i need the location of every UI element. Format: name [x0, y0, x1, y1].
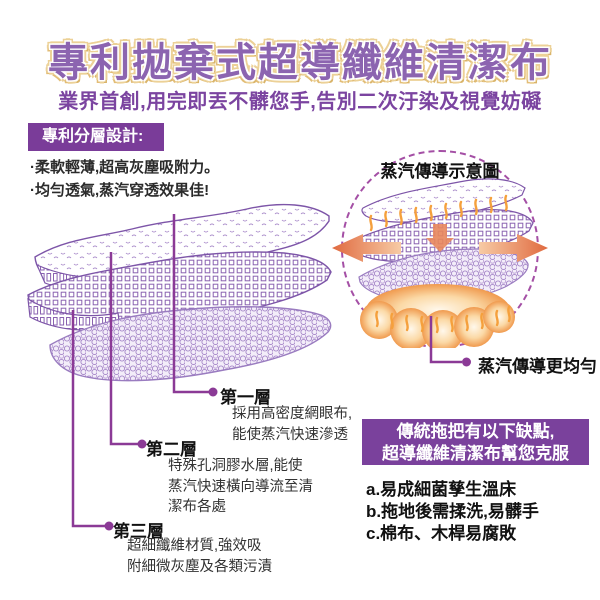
- arrow-down-icon: [426, 224, 454, 252]
- arrow-left-icon: [332, 234, 401, 262]
- feature-bullet-1: ·柔軟輕薄,超高灰塵吸附力。: [30, 159, 220, 176]
- layer3-desc: 超細纖維材質,強效吸 附細微灰塵及各類污漬: [127, 538, 272, 575]
- steam-callout-label: 蒸汽傳導更均勻: [478, 357, 597, 376]
- callout-dot-icon: [104, 387, 218, 531]
- feature-bullet-2: ·均勻透氣,蒸汽穿透效果佳!: [30, 182, 210, 199]
- layer2-label: 第二層: [146, 440, 197, 459]
- heat-glow: [360, 284, 515, 348]
- drawbacks-heading-line2: 超導纖維清潔布幫您克服: [382, 444, 569, 463]
- feature-ribbon: 專利分層設計:: [28, 123, 164, 151]
- steam-diagram-title: 蒸汽傳導示意圖: [380, 162, 500, 181]
- steam-diagram-illustration: [332, 178, 548, 348]
- fiber-layer-art: [49, 306, 332, 382]
- callout-dot-icon: [462, 357, 471, 367]
- layer1-desc: 採用高密度網眼布, 能使蒸汽快速滲透: [232, 406, 353, 443]
- drawback-item-b: b.拖地後需揉洗,易髒手: [366, 502, 539, 521]
- page-title: 專利拋棄式超導纖維清潔布: [48, 41, 552, 85]
- layer1-label: 第一層: [220, 388, 271, 407]
- layer3-label: 第三層: [113, 522, 164, 541]
- layer-callout-lines: [71, 214, 209, 528]
- layer2-desc: 特殊孔洞膠水層,能使 蒸汽快速橫向導流至清 潔布各處: [168, 458, 313, 515]
- drawbacks-heading: 傳統拖把有以下缺點, 超導纖維清潔布幫您克服: [362, 419, 589, 465]
- layered-cloth-illustration: [27, 203, 332, 531]
- page-subtitle: 業界首創,用完即丟不髒您手,告別二次汙染及視覺妨礙: [58, 91, 542, 113]
- drawback-item-c: c.棉布、木桿易腐敗: [366, 524, 517, 543]
- steam-callout-connector: [429, 316, 471, 367]
- arrow-right-icon: [479, 234, 548, 262]
- drawback-item-a: a.易成細菌孳生溫床: [366, 480, 517, 499]
- drawbacks-heading-line1: 傳統拖把有以下缺點,: [396, 422, 555, 441]
